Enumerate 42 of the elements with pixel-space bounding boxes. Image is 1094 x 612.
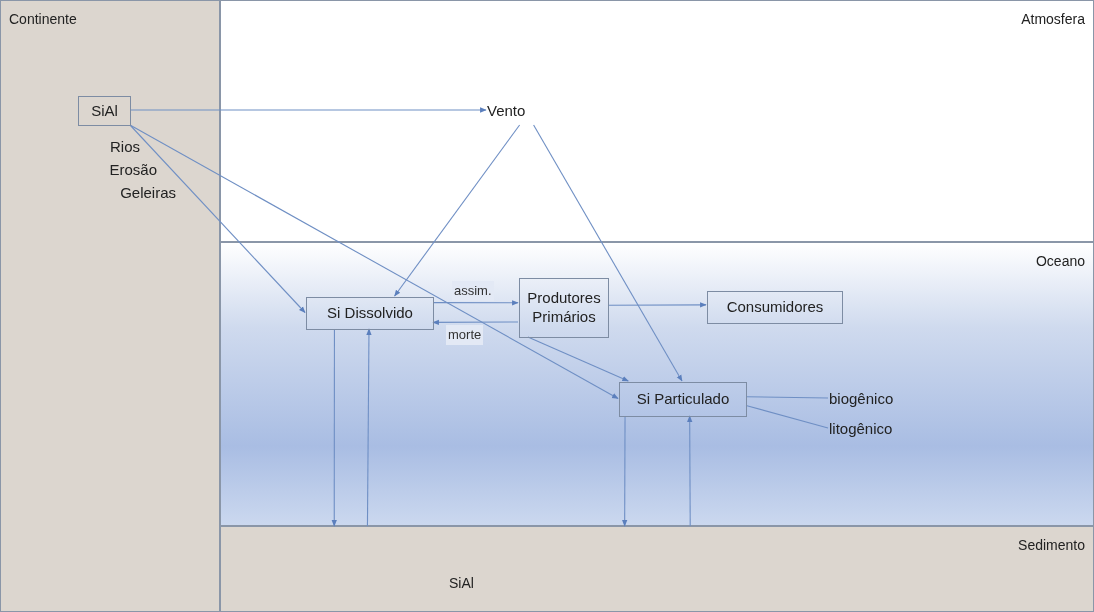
arrow — [527, 336, 629, 382]
box-label: Si Dissolvido — [327, 304, 413, 323]
flow-label: litogênico — [829, 419, 915, 439]
process-box — [78, 96, 131, 126]
pathway-label: Erosão — [109, 160, 157, 180]
edge-label: assim. — [452, 281, 494, 301]
arrow — [366, 328, 372, 527]
box-label: SiAl — [91, 101, 118, 121]
process-box — [519, 278, 609, 338]
connector-line — [745, 404, 829, 429]
arrow — [432, 300, 519, 306]
pathway-label: Geleiras — [120, 183, 176, 203]
arrow — [331, 328, 337, 527]
connector-line — [745, 396, 829, 399]
arrow — [607, 302, 707, 308]
edge-label: morte — [446, 325, 484, 345]
arrow — [129, 107, 487, 113]
arrow — [622, 415, 628, 527]
arrow — [129, 124, 306, 314]
arrow — [394, 124, 521, 297]
box-label: Consumidores — [726, 298, 824, 317]
sediment-label: SiAl — [449, 574, 474, 593]
region-label: Sedimento — [1018, 536, 1085, 555]
pathway-label: Rios — [110, 137, 140, 157]
flow-label: Vento — [487, 96, 543, 126]
box-label: Produtores Primários — [526, 289, 602, 327]
region-label: Continente — [9, 10, 77, 29]
region-band — [220, 526, 1094, 612]
process-box — [707, 291, 843, 324]
flow-label: biogênico — [829, 389, 915, 409]
region-band — [0, 0, 220, 612]
region-label: Atmosfera — [1021, 10, 1085, 29]
arrow — [129, 124, 619, 400]
process-box — [619, 382, 747, 417]
region-band — [220, 0, 1094, 242]
arrow — [533, 124, 683, 382]
arrow — [432, 319, 519, 325]
process-box — [306, 297, 434, 330]
region-band — [220, 242, 1094, 526]
region-label: Oceano — [1035, 252, 1085, 271]
box-label: Si Particulado — [636, 390, 730, 409]
arrow — [687, 415, 693, 527]
